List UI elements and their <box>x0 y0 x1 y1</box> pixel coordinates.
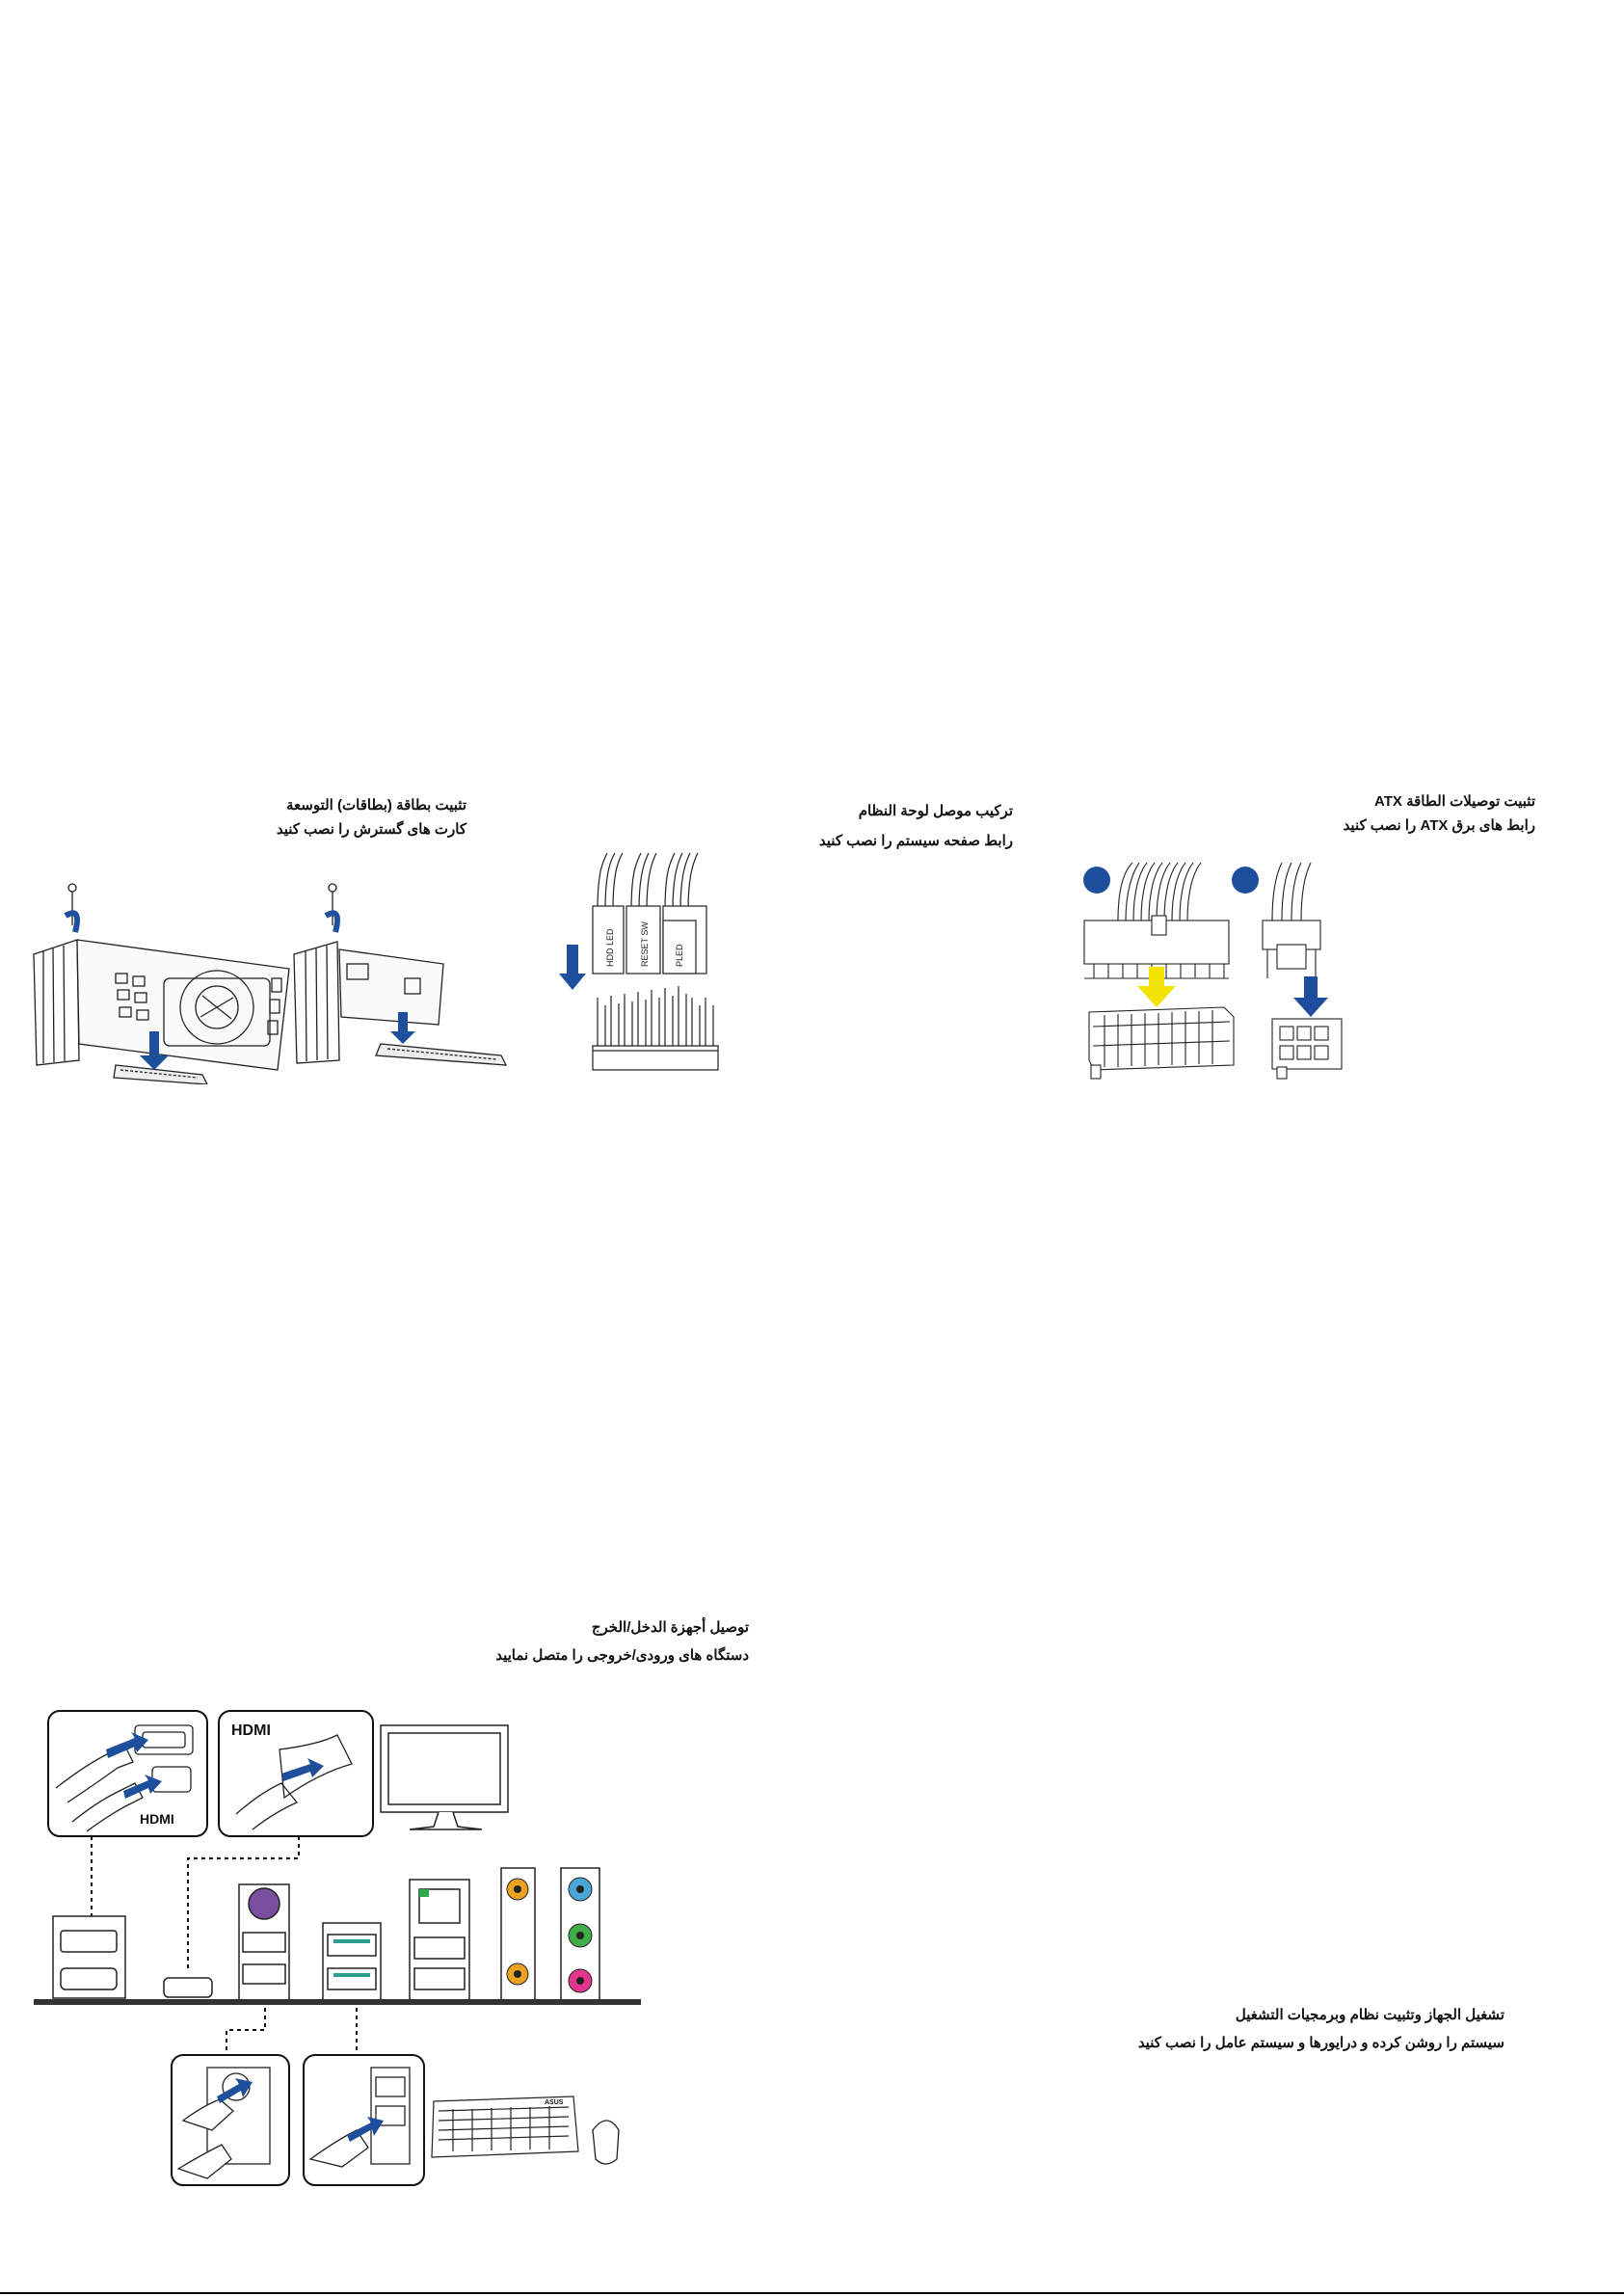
step-one-badge <box>1083 867 1110 894</box>
pin-header <box>592 986 719 1071</box>
bottom-rule <box>0 2292 1624 2294</box>
insert-arrow-icon <box>390 1012 415 1044</box>
down-arrow-icon <box>1293 976 1328 1017</box>
atx-24pin-socket <box>1088 1006 1235 1080</box>
io-panel-baseline <box>34 1999 641 2005</box>
atx-subtitle: رابط های برق ATX را نصب کنید <box>1343 816 1535 834</box>
expansion-title: تثبيت بطاقة (بطاقات) التوسعة <box>285 797 466 814</box>
screw-arrow-icon <box>64 910 80 933</box>
atx-heading: تثبيت توصيلات الطاقة ATX رابط های برق AT… <box>1344 793 1535 836</box>
connect-arrow-icon <box>217 2078 253 2103</box>
power-on-subtitle: سیستم را روشن کرده و درایورها و سیستم عا… <box>1137 2034 1504 2051</box>
expansion-card-illustration <box>33 883 508 1084</box>
pin-label-reset-sw: RESET SW <box>640 921 650 967</box>
keyboard-brand: ASUS <box>545 2099 564 2106</box>
panel-heading: تركيب موصل لوحة النظام رابط صفحه سیستم ر… <box>819 803 1013 851</box>
connect-arrow-icon <box>347 2117 384 2142</box>
io-heading: توصيل أجهزة الدخل/الخرج دستگاه های ورودی… <box>495 1619 749 1666</box>
atx-power-illustration <box>1083 863 1343 1080</box>
io-title: توصيل أجهزة الدخل/الخرج <box>591 1619 749 1636</box>
yellow-arrow-icon <box>1137 967 1176 1007</box>
panel-connector-illustration: HDD LED RESET SW PLED <box>559 853 719 1071</box>
keyboard-icon <box>431 2096 579 2158</box>
mouse-icon <box>592 2120 620 2165</box>
insert-arrow-icon <box>140 1031 169 1070</box>
monitor-icon <box>380 1724 509 1830</box>
atx-title: تثبيت توصيلات الطاقة ATX <box>1374 793 1535 810</box>
hdmi-logo: HDMI <box>140 1811 174 1827</box>
pin-label-pled: PLED <box>675 944 684 967</box>
down-arrow-icon <box>559 945 586 990</box>
hdmi-logo: HDMI <box>231 1722 271 1739</box>
screw-arrow-icon <box>324 910 340 933</box>
step-two-badge <box>1232 867 1259 894</box>
hdmi-port <box>163 1977 213 1998</box>
panel-title: تركيب موصل لوحة النظام <box>858 803 1013 819</box>
panel-subtitle: رابط صفحه سیستم را نصب کنید <box>818 832 1013 849</box>
graphics-card-figure <box>33 883 290 1084</box>
atx-8pin-socket <box>1271 1018 1343 1080</box>
io-devices-illustration: HDMI HDMI <box>34 1710 641 2186</box>
power-on-heading: تشغيل الجهاز وتثبيت نظام وبرمجيات التشغي… <box>1138 2007 1504 2053</box>
connect-arrow-icon <box>281 1758 324 1781</box>
small-card-figure <box>293 883 508 1066</box>
io-subtitle: دستگاه های ورودی/خروجی را متصل نمایید <box>495 1646 749 1664</box>
expansion-heading: تثبيت بطاقة (بطاقات) التوسعة کارت های گس… <box>277 797 466 840</box>
connect-arrow-icon <box>106 1732 148 1758</box>
power-on-title: تشغيل الجهاز وتثبيت نظام وبرمجيات التشغي… <box>1235 2007 1504 2023</box>
pin-label-hdd-led: HDD LED <box>605 928 615 967</box>
expansion-subtitle: کارت های گسترش را نصب کنید <box>276 820 466 838</box>
connect-arrow-icon <box>123 1775 162 1799</box>
ps2-port <box>248 1887 280 1920</box>
